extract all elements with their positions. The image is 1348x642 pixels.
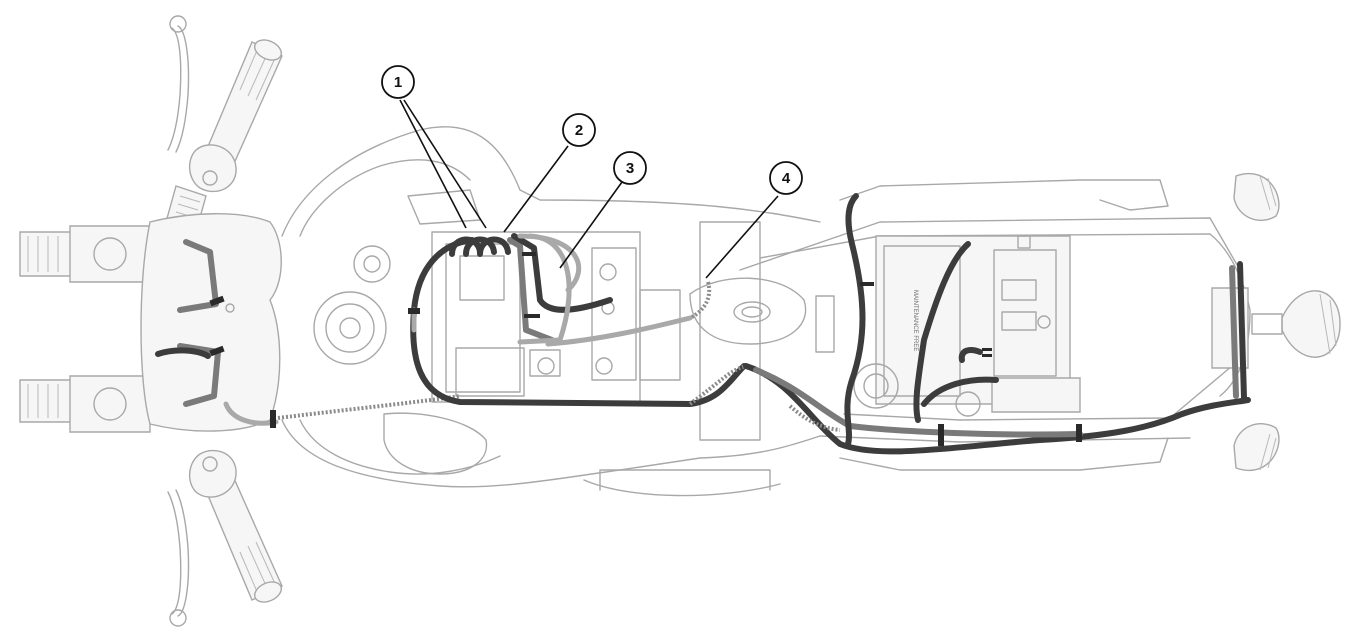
callout-2-label: 2 — [575, 122, 583, 139]
cable-ties — [209, 252, 1082, 446]
callout-4: 4 — [769, 161, 803, 195]
svg-text:MAINTENANCE FREE: MAINTENANCE FREE — [912, 290, 918, 351]
cable-harness — [155, 193, 1251, 455]
fuel-tank-area — [281, 126, 821, 488]
callout-3: 3 — [613, 151, 647, 185]
leader-lines — [399, 99, 779, 279]
central-components — [431, 221, 835, 497]
callout-4-label: 4 — [782, 170, 791, 187]
rear-frame: MAINTENANCE FREE — [739, 173, 1341, 471]
callout-1: 1 — [381, 65, 415, 99]
handlebar-assembly — [19, 15, 283, 627]
callout-3-label: 3 — [626, 160, 634, 177]
callout-1-label: 1 — [394, 74, 402, 91]
callout-2: 2 — [562, 113, 596, 147]
